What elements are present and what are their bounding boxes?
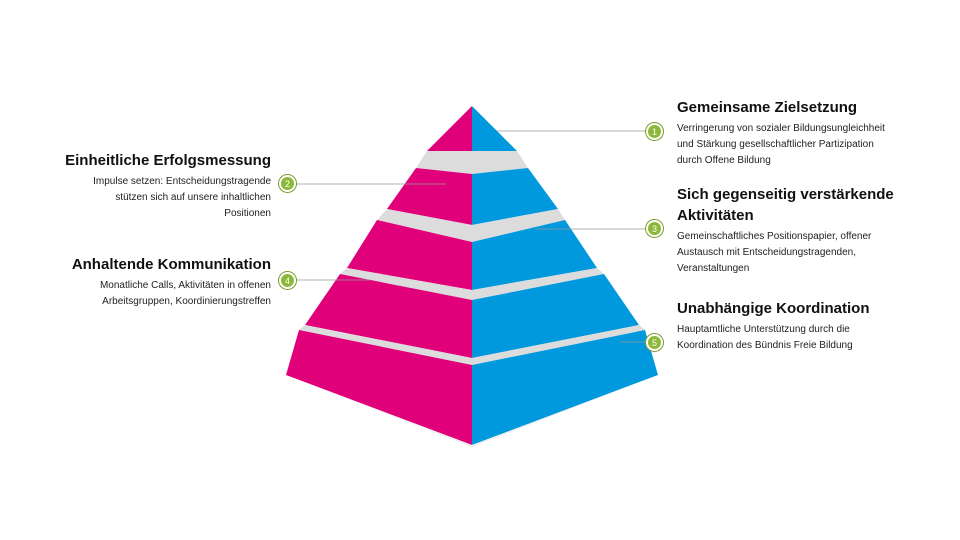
pyramid-level-4-left [305, 274, 472, 358]
item-2-desc-line: stützen sich auf unsere inhaltlichen [115, 192, 271, 203]
badge-5: 5 [646, 334, 663, 351]
item-3-title-line: Aktivitäten [677, 207, 754, 224]
item-5-desc-line: Koordination des Bündnis Freie Bildung [677, 340, 853, 351]
item-3-desc-line: Veranstaltungen [677, 263, 750, 274]
item-5-title: Unabhängige Koordination [677, 300, 870, 317]
item-2-title: Einheitliche Erfolgsmessung [65, 152, 271, 169]
item-1-desc-line: und Stärkung gesellschaftlicher Partizip… [677, 139, 874, 150]
item-1: Gemeinsame Zielsetzung Verringerung von … [677, 97, 947, 169]
item-5-desc: Hauptamtliche Unterstützung durch die Ko… [677, 322, 947, 354]
item-2-desc: Impulse setzen: Entscheidungstragende st… [20, 174, 271, 222]
pyramid-gap-3 [340, 268, 604, 300]
item-5: Unabhängige Koordination Hauptamtliche U… [677, 298, 947, 354]
pyramid-gap-2 [377, 209, 565, 242]
pyramid-level-5-right [472, 330, 658, 445]
pyramid-gap-1 [416, 151, 528, 174]
item-2: Einheitliche Erfolgsmessung Impulse setz… [20, 150, 271, 222]
item-5-desc-line: Hauptamtliche Unterstützung durch die [677, 324, 850, 335]
pyramid-level-1-right [472, 106, 517, 156]
pyramid-level-5-left [286, 330, 472, 445]
item-1-desc-line: Verringerung von sozialer Bildungsunglei… [677, 123, 885, 134]
item-2-desc-line: Positionen [224, 208, 271, 219]
item-3-title-line: Sich gegenseitig verstärkende [677, 186, 894, 203]
item-4-desc-line: Arbeitsgruppen, Koordinierungstreffen [102, 296, 271, 307]
badge-2: 2 [279, 175, 296, 192]
item-4-desc-line: Monatliche Calls, Aktivitäten in offenen [99, 280, 271, 291]
pyramid-level-2-left [387, 168, 472, 225]
pyramid-level-3-left [347, 220, 472, 290]
pyramid-level-4-right [472, 274, 639, 358]
pyramid-level-3-right [472, 220, 597, 290]
item-4-title: Anhaltende Kommunikation [71, 256, 271, 273]
item-1-title: Gemeinsame Zielsetzung [677, 99, 858, 116]
item-3-desc-line: Austausch mit Entscheidungstragenden, [677, 247, 856, 258]
pyramid-level-1-left [427, 106, 472, 156]
pyramid-level-2-right [472, 168, 558, 225]
item-4-desc: Monatliche Calls, Aktivitäten in offenen… [20, 278, 271, 310]
item-3-title: Sich gegenseitig verstärkende Aktivitäte… [677, 184, 947, 226]
item-1-desc-line: durch Offene Bildung [677, 155, 771, 166]
item-3-desc: Gemeinschaftliches Positionspapier, offe… [677, 229, 947, 277]
badge-3: 3 [646, 220, 663, 237]
item-2-desc-line: Impulse setzen: Entscheidungstragende [93, 176, 271, 187]
item-1-desc: Verringerung von sozialer Bildungsunglei… [677, 121, 947, 169]
item-3: Sich gegenseitig verstärkende Aktivitäte… [677, 184, 947, 277]
item-3-desc-line: Gemeinschaftliches Positionspapier, offe… [677, 231, 872, 242]
badge-4: 4 [279, 272, 296, 289]
item-4: Anhaltende Kommunikation Monatliche Call… [20, 254, 271, 310]
badge-1: 1 [646, 123, 663, 140]
